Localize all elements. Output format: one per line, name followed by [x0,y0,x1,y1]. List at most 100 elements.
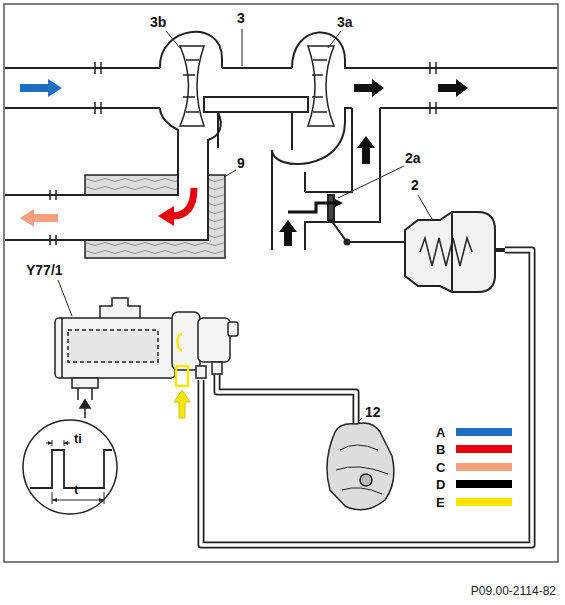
leader-line [358,418,362,422]
shaft [222,67,292,69]
pressure-transducer [172,312,200,370]
compressor-housing [5,32,222,245]
callout-number: 2 [411,177,419,193]
flow-arrow [20,209,58,227]
pulse-signal [23,420,117,514]
legend-swatch [456,463,512,471]
callout-number: 3b [150,14,166,30]
pulse-signal [64,441,68,445]
pressure-transducer [198,318,230,362]
flow-arrow [288,203,334,212]
vacuum-pump [327,423,394,510]
leader-line [242,29,243,66]
pipe-interior [178,128,208,240]
signal-arrow [80,400,90,408]
pressure-transducer [228,322,238,336]
vacuum-pump [336,445,388,494]
shaft [218,112,292,150]
boost-pressure-actuator [420,238,472,266]
turbine-wheel [308,46,334,126]
pulse-signal [52,500,104,501]
vent-port [176,334,188,386]
pressure-transducer [72,378,98,388]
pulse-signal [23,420,117,514]
vacuum-line [201,250,532,545]
flow-arrow [438,79,468,97]
callout-number: 12 [365,404,381,420]
pressure-transducer [55,318,175,378]
flow-arrow [354,79,384,97]
pressure-transducer [212,362,222,374]
boost-pressure-actuator [405,212,495,292]
vacuum-pump [360,474,372,486]
pulse-signal [52,498,57,502]
callout-number: 2a [405,150,421,166]
legend-label: A [436,425,445,440]
callout-number: 3a [337,14,353,30]
compressor-housing [5,107,160,109]
shaft [204,68,308,150]
leader-line [328,31,341,48]
leader-line [418,195,432,219]
boost-pressure-actuator [405,212,506,292]
pressure-transducer [78,388,92,400]
legend-swatch [456,445,512,453]
dimension-label: ti [74,431,82,447]
leader-line [338,166,404,198]
leader-line [58,280,72,316]
turbine-housing [305,108,380,250]
callout-number: 3 [237,10,245,26]
shaft [204,97,308,112]
wastegate-flap [345,240,350,245]
vacuum-pump [327,423,394,510]
legend-label: D [436,477,445,492]
legend-label: B [436,442,445,457]
vent-port [178,334,183,350]
compressor-wheel [180,46,204,126]
pulse-signal [52,440,64,446]
vent-port [176,366,188,386]
callout-number: 9 [237,155,245,171]
vacuum-line [201,250,532,545]
turbine-wheel [312,60,327,112]
flow-arrow [357,136,375,164]
flow-arrow [20,79,62,97]
leader-line [58,29,432,422]
compressor-housing [5,108,178,195]
vent-arrow [174,390,190,418]
boost-pressure-actuator [495,248,506,252]
legend-swatch [456,428,512,436]
turbine-housing [304,172,306,192]
turbine-wheel [308,46,334,126]
vacuum-line [217,374,356,428]
pressure-transducer [100,298,140,318]
flow-arrow [172,188,194,216]
vacuum-line [201,250,532,545]
leader-line [166,31,180,48]
legend-swatch [456,498,512,506]
flow-arrow [279,220,297,246]
compressor-housing [95,62,101,114]
vacuum-line [217,374,356,428]
turbine-housing [380,107,557,109]
compressor-housing [5,67,160,69]
flow-arrow [333,198,343,208]
compressor-wheel [183,60,199,112]
compressor-wheel [180,46,204,126]
component-code: Y77/1 [26,262,63,278]
figure-id: P09.00-2114-82 [471,584,556,598]
pulse-signal [30,450,112,488]
signal-arrow [80,400,90,418]
leader-line [224,170,236,177]
turbine-housing [430,62,436,114]
turbine-housing [272,32,557,250]
pressure-transducer [68,330,158,362]
pulse-signal [48,441,52,445]
legend-swatch [456,480,512,488]
dimension-label: t [74,482,78,498]
legend-label: C [436,460,445,475]
frame [4,4,558,562]
vent-arrow [174,390,190,418]
